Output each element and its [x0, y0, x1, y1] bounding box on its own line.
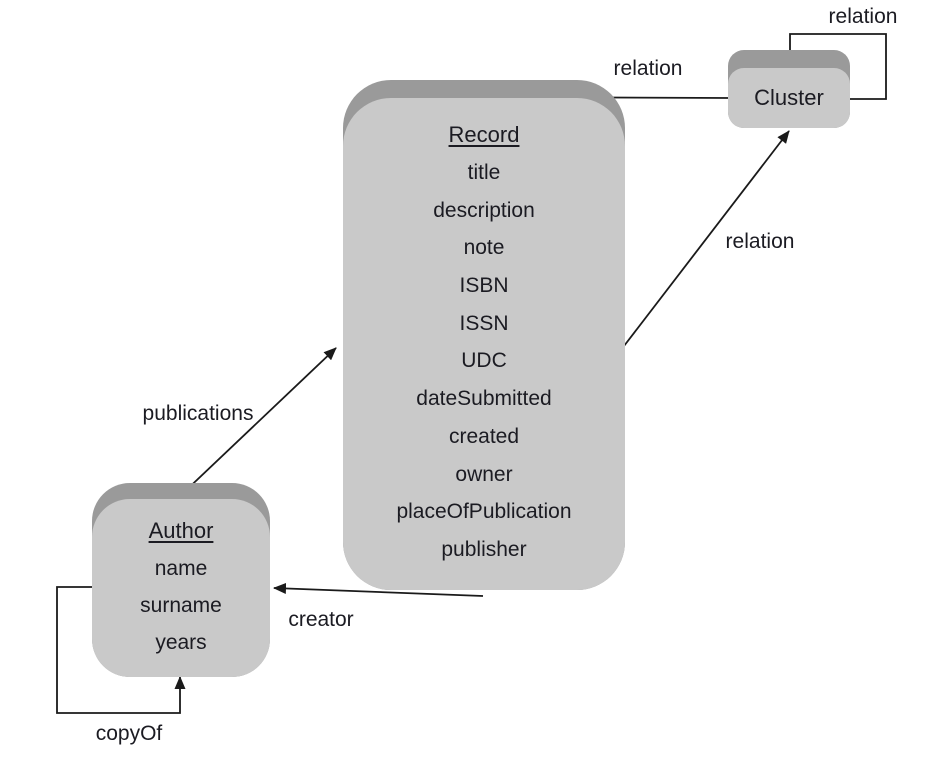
- entity-record-content: Record title description note ISBN ISSN …: [343, 80, 625, 569]
- record-attribute-description: description: [433, 198, 535, 222]
- entity-author-face: [92, 499, 270, 677]
- entity-cluster-content: Cluster: [728, 68, 850, 128]
- entity-cluster-title: Cluster: [754, 85, 824, 110]
- record-attribute-issn: ISSN: [459, 311, 509, 335]
- entity-author-title: Author: [148, 518, 214, 543]
- record-attribute-owner: owner: [455, 462, 513, 486]
- record-attribute-isbn: ISBN: [459, 274, 509, 298]
- record-attribute-udc: UDC: [461, 349, 507, 373]
- label-creator: creator: [288, 608, 354, 631]
- entity-record-title: Record: [448, 122, 520, 147]
- author-attribute-years: years: [155, 631, 207, 654]
- record-attribute-datesubmitted: dateSubmitted: [416, 387, 552, 411]
- author-attribute-name: name: [154, 557, 208, 580]
- label-copyof: copyOf: [95, 722, 163, 745]
- entity-record-face: [343, 98, 625, 590]
- entity-record: Record title description note ISBN ISSN …: [343, 80, 625, 590]
- label-relation-record-cluster: relation: [725, 230, 795, 253]
- entity-cluster-face: [728, 68, 850, 128]
- entity-author: Author name surname years: [92, 483, 270, 677]
- record-attribute-note: note: [463, 236, 505, 260]
- entity-author-content: Author name surname years: [92, 483, 270, 661]
- label-relation-cluster-record: relation: [613, 57, 683, 80]
- entity-cluster: Cluster: [728, 50, 850, 128]
- author-attribute-surname: surname: [140, 594, 222, 617]
- record-attribute-title: title: [467, 161, 501, 184]
- record-attribute-publisher: publisher: [441, 537, 527, 561]
- label-relation-cluster-self: relation: [828, 5, 898, 28]
- record-attribute-placeofpublication: placeOfPublication: [396, 500, 572, 524]
- label-publications: publications: [142, 402, 254, 425]
- record-attribute-created: created: [448, 424, 520, 448]
